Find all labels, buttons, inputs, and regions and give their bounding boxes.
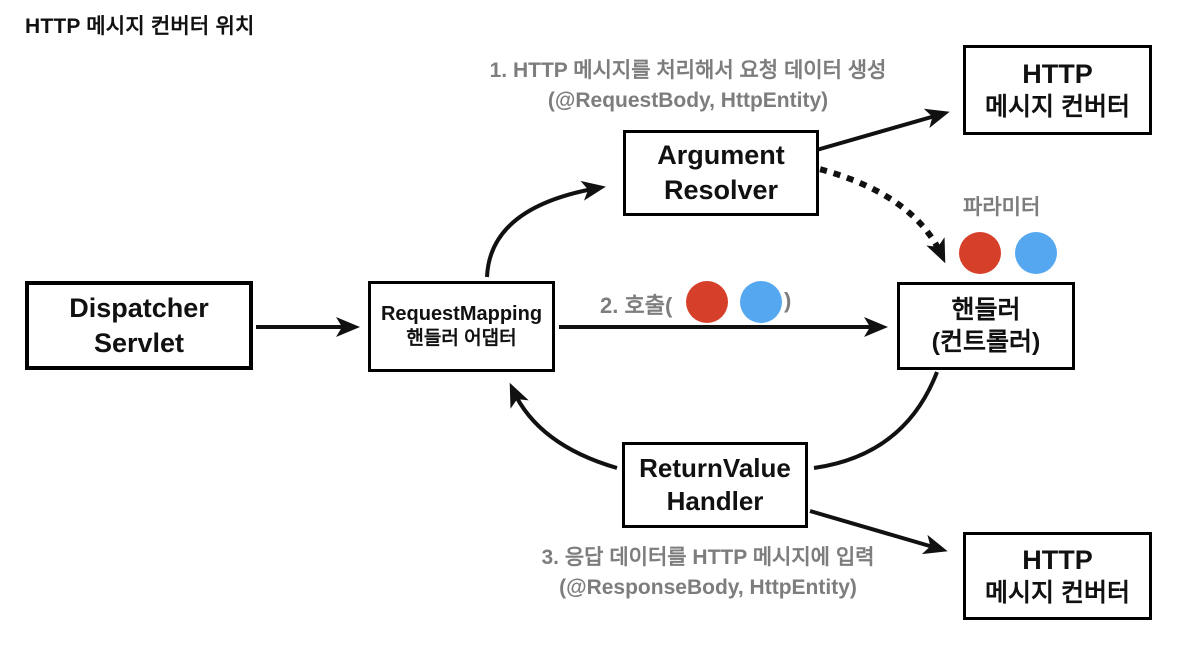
- handler-label-line2: (컨트롤러): [931, 328, 1041, 356]
- step2-call-close-paren: ): [784, 288, 792, 313]
- handler-label-line1: 핸들러: [951, 296, 1021, 324]
- dispatcher-servlet-label-line1: Dispatcher: [69, 292, 209, 323]
- parameter-blue-dot: [1015, 232, 1057, 274]
- dotted-arrow-argument-resolver-to-parameters: [819, 166, 946, 264]
- page-title: HTTP 메시지 컨버터 위치: [25, 15, 255, 38]
- handler-controller-box: 핸들러 (컨트롤러): [897, 282, 1075, 370]
- http-converter-bottom-label-line2: 메시지 컨버터: [985, 579, 1130, 608]
- call-argument-blue-dot: [740, 281, 782, 323]
- http-message-converter-top-box: HTTP 메시지 컨버터: [963, 45, 1152, 135]
- http-message-converter-bottom-box: HTTP 메시지 컨버터: [963, 532, 1152, 620]
- dispatcher-servlet-label-line2: Servlet: [93, 327, 185, 358]
- step1-annotation-line1: 1. HTTP 메시지를 처리해서 요청 데이터 생성: [489, 59, 887, 82]
- curve-handler-to-return-value-handler: [813, 371, 939, 470]
- argument-resolver-box: Argument Resolver: [623, 130, 819, 216]
- step2-call-label: 2. 호출(: [600, 293, 673, 318]
- http-converter-top-label-line1: HTTP: [1022, 58, 1093, 89]
- request-mapping-adapter-box: RequestMapping 핸들러 어댑터: [368, 281, 555, 372]
- return-value-handler-label-line1: ReturnValue: [639, 452, 791, 483]
- arrow-adapter-to-argument-resolver: [485, 180, 606, 278]
- return-value-handler-box: ReturnValue Handler: [622, 442, 808, 528]
- parameter-label: 파라미터: [963, 196, 1041, 219]
- arrow-return-value-handler-to-adapter: [509, 382, 618, 470]
- http-converter-top-label-line2: 메시지 컨버터: [985, 93, 1130, 122]
- arrow-return-value-handler-to-http-converter-bottom: [809, 509, 948, 555]
- request-mapping-adapter-label-line2: 핸들러 어댑터: [406, 328, 517, 350]
- step1-annotation-line2: (@RequestBody, HttpEntity): [547, 89, 829, 112]
- return-value-handler-label-line2: Handler: [666, 486, 764, 516]
- step1-annotation: 1. HTTP 메시지를 처리해서 요청 데이터 생성 (@RequestBod…: [438, 56, 938, 116]
- step3-annotation-line1: 3. 응답 데이터를 HTTP 메시지에 입력: [541, 546, 875, 569]
- call-argument-red-dot: [686, 281, 728, 323]
- argument-resolver-label-line2: Resolver: [663, 175, 779, 205]
- http-converter-bottom-label-line1: HTTP: [1022, 544, 1093, 575]
- request-mapping-adapter-label-line1: RequestMapping: [380, 302, 543, 325]
- arrow-argument-resolver-to-http-converter-top: [812, 108, 950, 153]
- step3-annotation-line2: (@ResponseBody, HttpEntity): [559, 576, 857, 599]
- dispatcher-servlet-box: Dispatcher Servlet: [25, 281, 253, 370]
- parameter-red-dot: [959, 232, 1001, 274]
- argument-resolver-label-line1: Argument: [657, 140, 785, 171]
- step3-annotation: 3. 응답 데이터를 HTTP 메시지에 입력 (@ResponseBody, …: [458, 543, 958, 603]
